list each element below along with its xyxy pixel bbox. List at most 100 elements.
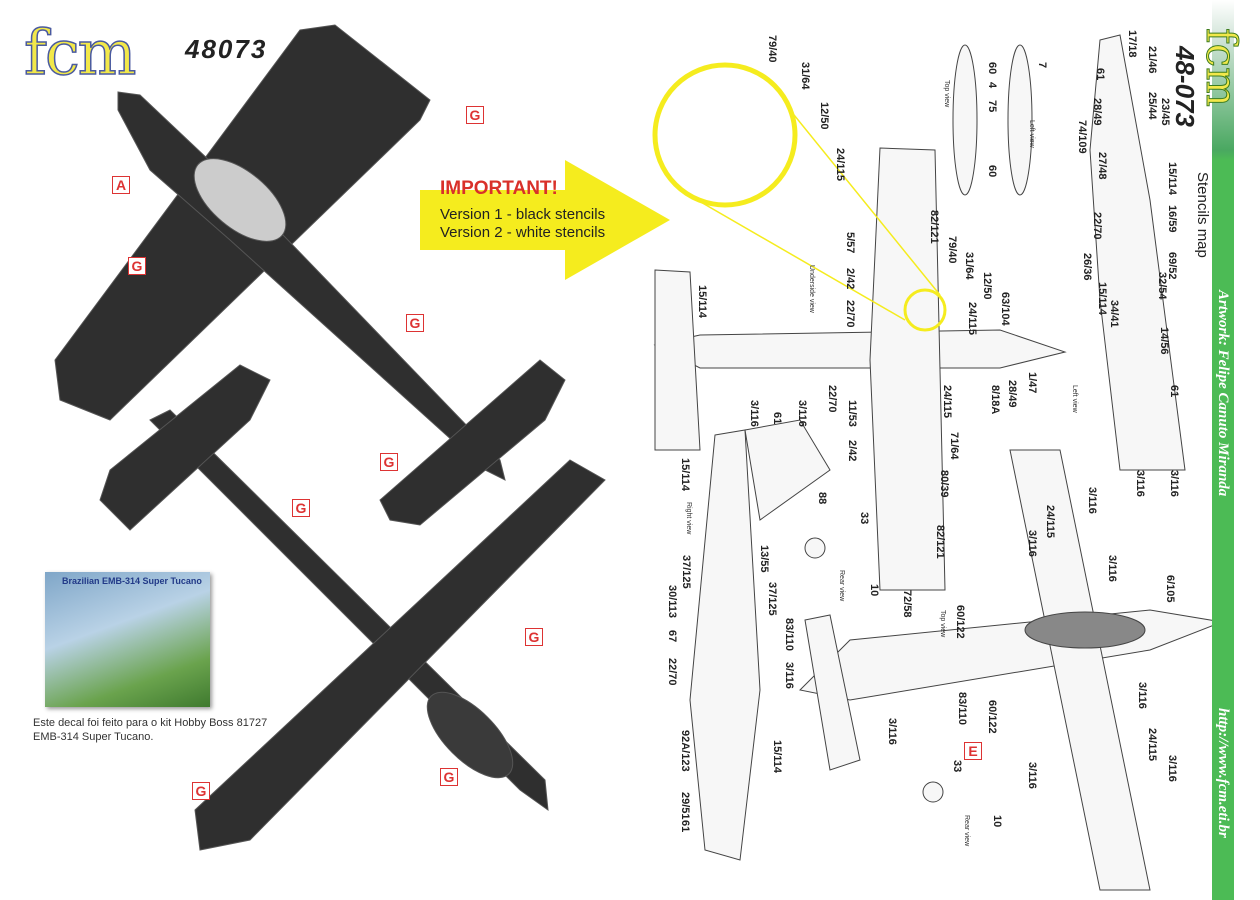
stencil-label: 37/125 — [680, 555, 692, 589]
sidebar-logo: fcm — [1197, 28, 1247, 108]
stencil-label: 33 — [951, 760, 963, 773]
stencil-label: 83/110 — [956, 692, 968, 726]
decal-marker: G — [192, 782, 210, 800]
light-aircraft-views — [653, 34, 1224, 891]
stencil-label: 15/114 — [679, 458, 691, 492]
stencil-label: 22/70 — [1091, 212, 1103, 240]
stencil-label: 23/45 — [1159, 98, 1171, 126]
stencil-label: 34/41 — [1108, 300, 1120, 328]
important-callout: IMPORTANT! Version 1 - black stencils Ve… — [420, 160, 670, 280]
stencil-label: 28/49 — [1006, 380, 1018, 408]
dark-aircraft-top — [54, 24, 566, 526]
stencil-label: 82/121 — [928, 210, 940, 244]
stencil-label: 92A/123 — [679, 730, 691, 772]
stencil-label: 61 — [679, 820, 691, 833]
stencil-label: 37/125 — [766, 582, 778, 616]
stencil-label: 67 — [666, 630, 678, 643]
stencil-label: 15/114 — [1096, 282, 1108, 316]
stencil-label: 11/53 — [846, 400, 858, 427]
stencil-label: 14/56 — [1158, 327, 1170, 355]
stencil-label: 82/121 — [934, 525, 946, 559]
stencils-map-title: Stencils map — [1194, 172, 1211, 258]
decal-marker: G — [292, 499, 310, 517]
view-label: Top view — [943, 80, 950, 108]
important-title: IMPORTANT! — [440, 178, 558, 199]
stencil-label: 24/115 — [941, 385, 953, 419]
view-label: Right view — [685, 502, 692, 535]
stencil-label: 71/64 — [948, 432, 960, 460]
decal-marker: G — [380, 453, 398, 471]
artwork-credit: Artwork: Felipe Canuto Miranda — [1215, 290, 1231, 497]
view-label: Underside view — [808, 265, 815, 313]
stencil-label: 30/113 — [666, 585, 678, 619]
stencil-label: 27/48 — [1096, 152, 1108, 180]
stencil-label: 10 — [868, 584, 880, 597]
stencil-label: 3/116 — [796, 400, 808, 427]
stencil-label: 24/115 — [1146, 728, 1158, 762]
arrow-shape — [420, 160, 670, 280]
kit-note-line1: Este decal foi feito para o kit Hobby Bo… — [33, 717, 268, 729]
stencil-label: 21/46 — [1146, 46, 1158, 74]
stencil-label: 15/114 — [696, 285, 708, 319]
stencil-label: 15/114 — [771, 740, 783, 774]
version-1-text: Version 1 - black stencils — [440, 206, 606, 223]
stencil-label: 24/115 — [834, 148, 846, 182]
sidebar-kit-number: 48-073 — [1170, 46, 1200, 127]
stencil-label: 61 — [1094, 68, 1106, 81]
website-url: http://www.fcm.eti.br — [1215, 708, 1231, 838]
stencil-label: 88 — [816, 492, 828, 505]
decal-marker: G — [525, 628, 543, 646]
stencil-label: 2/42 — [844, 268, 856, 290]
view-label: Left view — [1071, 385, 1078, 413]
stencil-label: 3/116 — [1026, 762, 1038, 789]
stencil-label: 3/116 — [783, 662, 795, 689]
stencil-label: 1/47 — [1026, 372, 1038, 394]
decal-marker: E — [964, 742, 982, 760]
stencil-label: 3/116 — [1166, 755, 1178, 782]
view-label: Top view — [939, 610, 946, 638]
stencil-label: 5/57 — [844, 232, 856, 254]
decal-marker: G — [406, 314, 424, 332]
fcm-logo: fcm — [23, 16, 137, 89]
stencil-label: 63/104 — [999, 292, 1011, 326]
stencil-label: 28/49 — [1091, 98, 1103, 126]
stencil-label: 6/105 — [1164, 575, 1176, 603]
decal-marker: A — [112, 176, 130, 194]
stencil-label: 10 — [991, 815, 1003, 828]
stencil-label: 3/116 — [1136, 682, 1148, 709]
kit-note-line2: EMB-314 Super Tucano. — [33, 731, 154, 743]
stencil-label: 3/116 — [1134, 470, 1146, 497]
stencil-label: 74/109 — [1076, 120, 1088, 154]
stencil-label: 22/70 — [844, 300, 856, 328]
decal-marker: G — [466, 106, 484, 124]
stencil-label: 80/39 — [938, 470, 950, 498]
stencil-label: 24/115 — [1044, 505, 1056, 539]
stencil-label: 3/116 — [1168, 470, 1180, 497]
dark-aircraft-bottom — [99, 364, 606, 851]
stencil-label: 3/116 — [886, 718, 898, 745]
stencil-label: 61 — [1168, 385, 1180, 398]
stencil-label: 32/54 — [1156, 272, 1168, 300]
stencil-label: 60 — [986, 62, 998, 75]
stencil-label: 16/59 — [1166, 205, 1178, 233]
stencil-label: 61 — [771, 412, 783, 425]
stencil-label: 15/114 — [1166, 162, 1178, 196]
stencil-label: 12/50 — [981, 272, 993, 300]
stencil-label: 31/64 — [963, 252, 975, 280]
stencil-label: 60 — [986, 165, 998, 178]
stencil-label: 29/51 — [679, 792, 691, 820]
stencil-label: 8/18A — [989, 385, 1001, 415]
stencil-label: 2/42 — [846, 440, 858, 462]
stencil-label: 3/116 — [1086, 487, 1098, 514]
kit-box-art — [45, 572, 210, 707]
decal-marker: G — [128, 257, 146, 275]
decal-marker: G — [440, 768, 458, 786]
view-label: Rear view — [838, 570, 845, 602]
stencil-label: 72/58 — [901, 590, 913, 618]
stencil-label: 17/18 — [1126, 30, 1138, 58]
stencil-label: 4 — [986, 82, 998, 89]
stencil-label: 83/110 — [783, 618, 795, 652]
stencil-label: 79/40 — [946, 236, 958, 264]
stencil-label: 3/116 — [1106, 555, 1118, 582]
